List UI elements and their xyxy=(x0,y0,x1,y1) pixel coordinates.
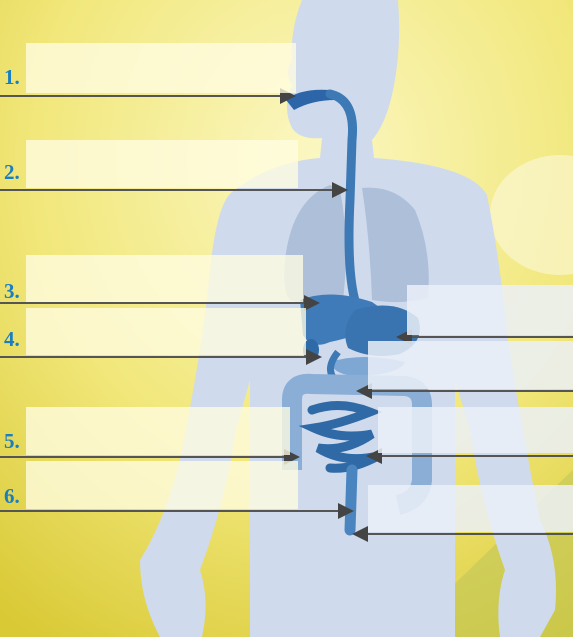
label-number-4: 4. xyxy=(4,329,20,350)
label-box-right-3[interactable] xyxy=(378,407,573,453)
label-box-1[interactable] xyxy=(26,43,296,93)
label-box-2[interactable] xyxy=(26,140,298,188)
label-box-right-4[interactable] xyxy=(368,485,573,532)
label-number-3: 3. xyxy=(4,281,20,302)
label-box-6[interactable] xyxy=(26,461,298,509)
label-box-right-2[interactable] xyxy=(368,341,573,389)
label-box-right-1[interactable] xyxy=(407,285,573,335)
label-box-4[interactable] xyxy=(26,308,306,355)
label-number-2: 2. xyxy=(4,162,20,183)
label-number-6: 6. xyxy=(4,486,20,507)
label-number-1: 1. xyxy=(4,67,20,88)
label-number-5: 5. xyxy=(4,431,20,452)
label-box-3[interactable] xyxy=(26,255,303,302)
rectum xyxy=(350,470,352,530)
label-box-5[interactable] xyxy=(26,407,290,455)
